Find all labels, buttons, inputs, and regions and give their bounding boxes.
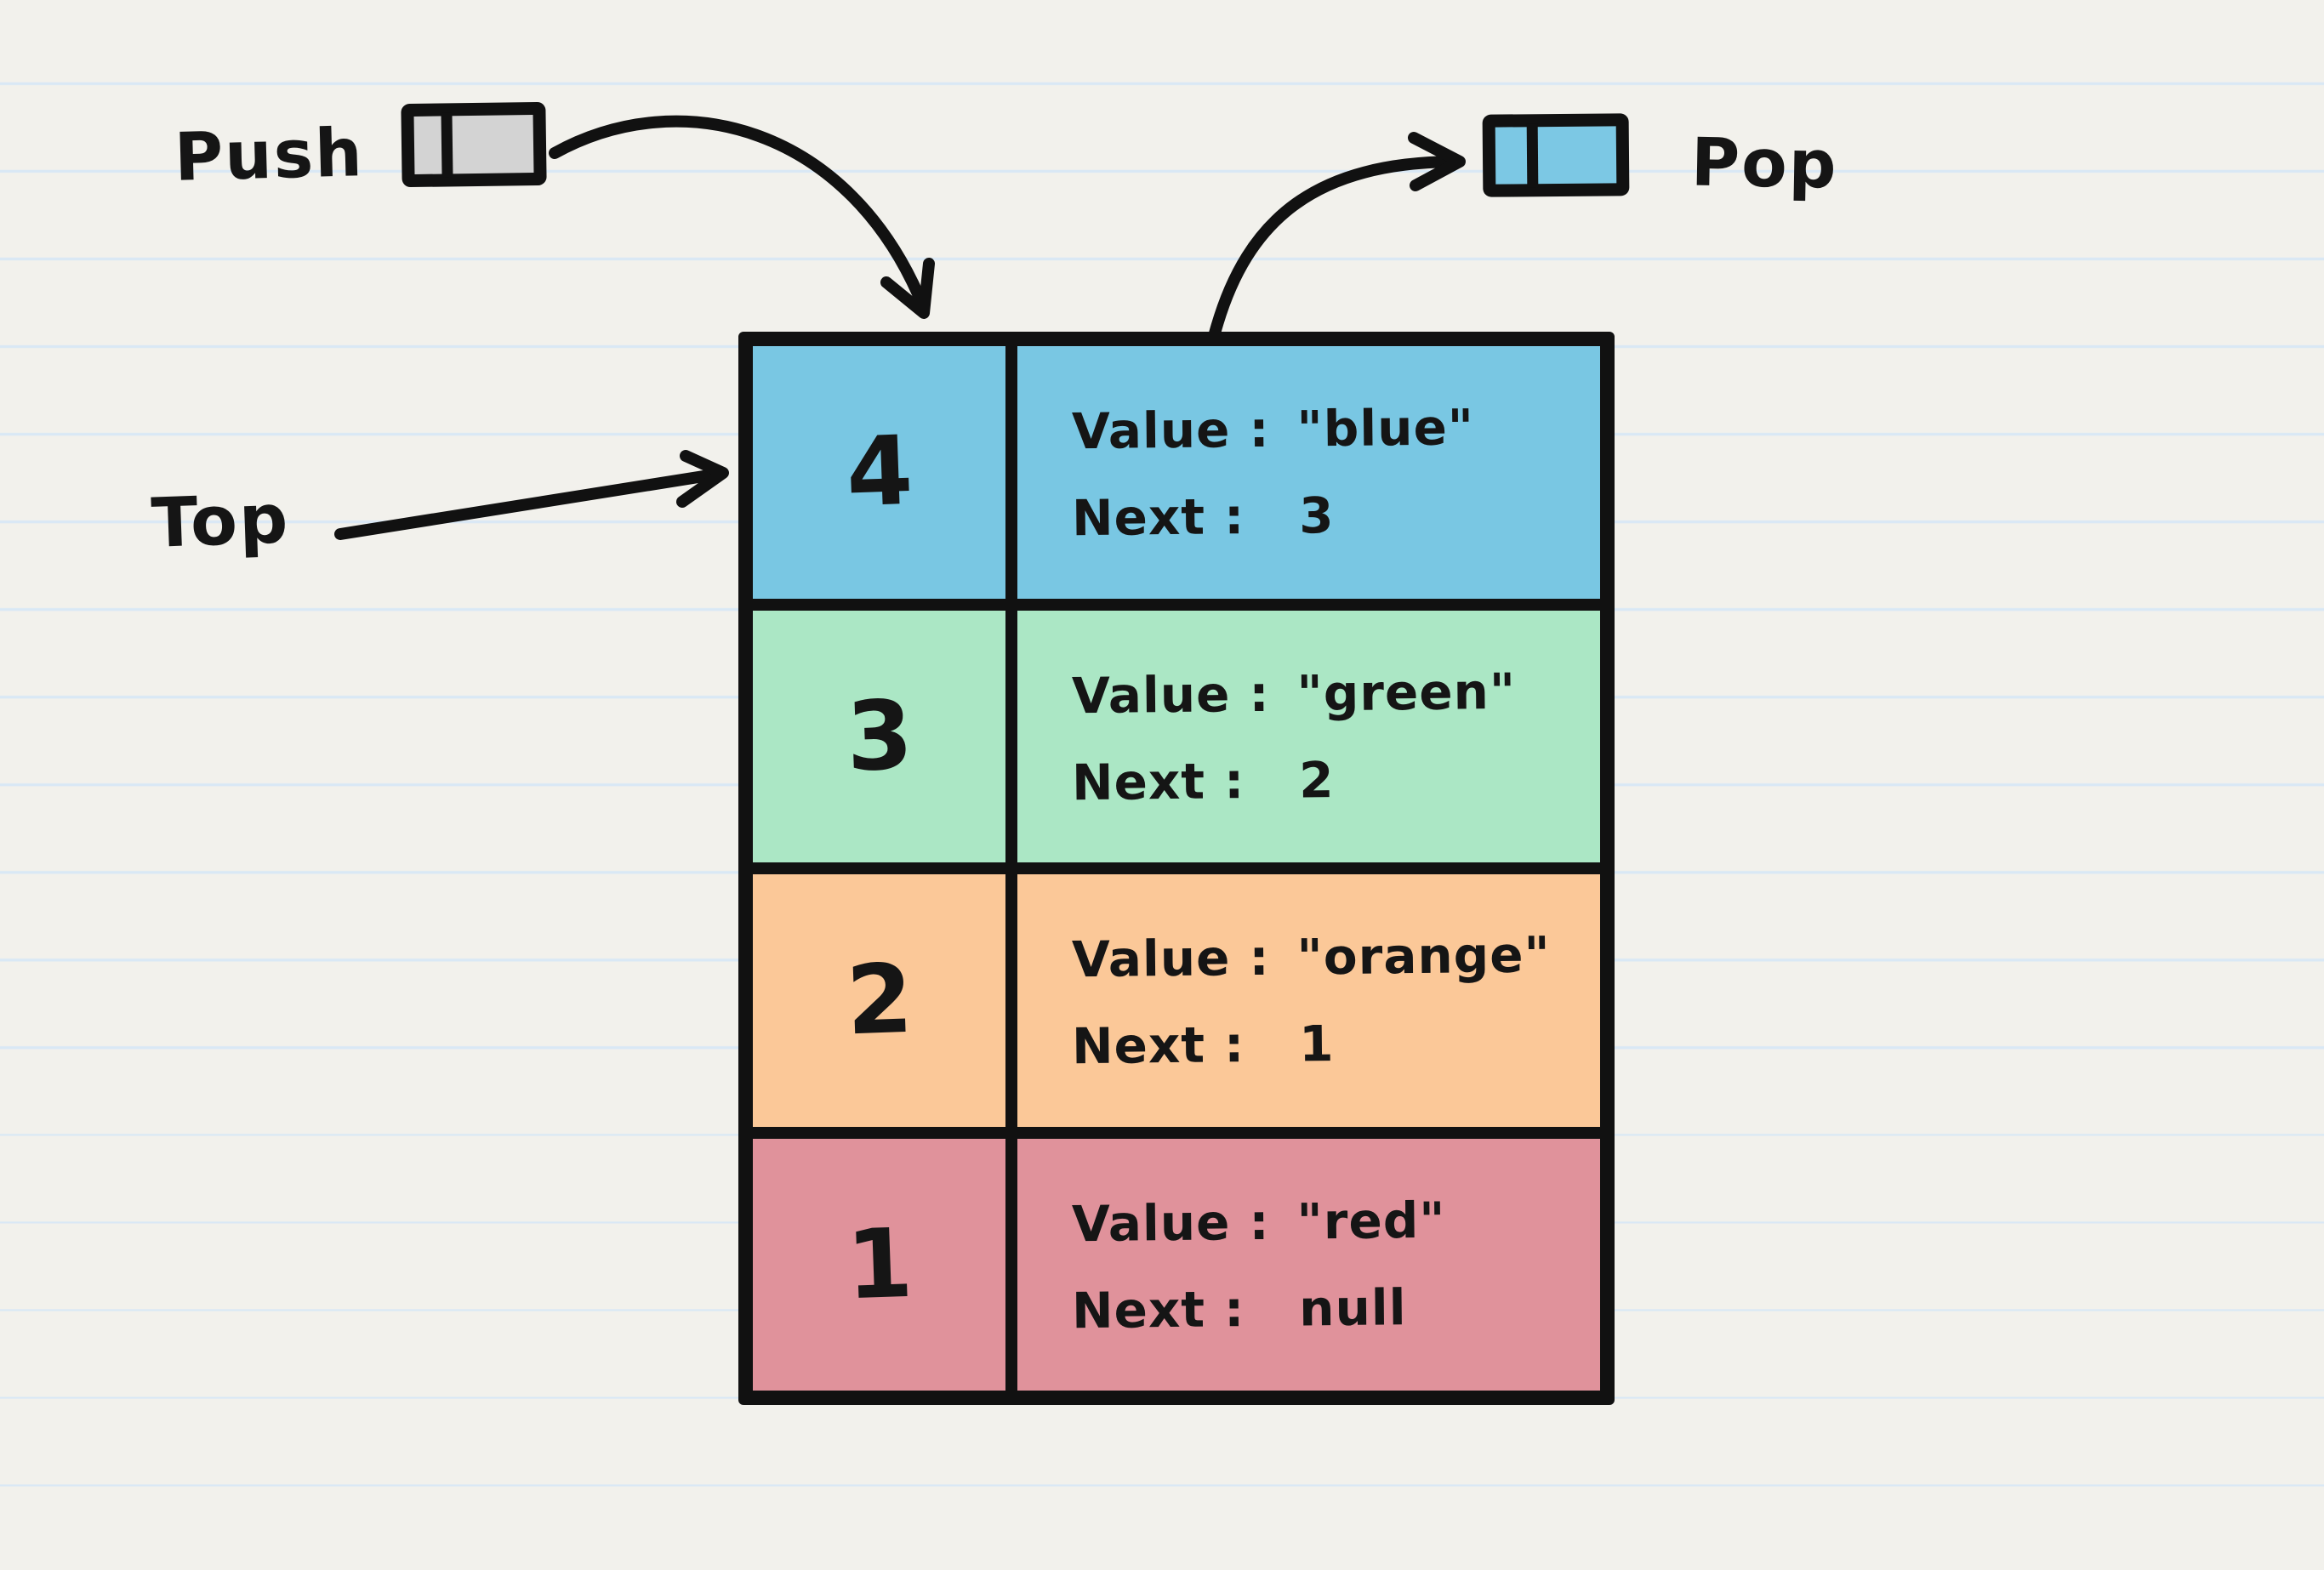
- value-label: Value: [1071, 1193, 1231, 1253]
- stack-row3-index: 3: [844, 680, 914, 794]
- next-label: Next: [1071, 487, 1206, 548]
- stack-row3-value-line: Value: "green": [1072, 662, 1601, 725]
- stack-row3-next: 2: [1298, 750, 1335, 810]
- stack-row2-next: 1: [1298, 1015, 1335, 1073]
- next-label: Next: [1071, 1015, 1206, 1076]
- stack-row2-index-cell: 2: [753, 874, 1005, 1127]
- colon: :: [1223, 1279, 1245, 1339]
- push-node-icon: [401, 101, 547, 188]
- stack-row1-value-cell: Value: "red" Next: null: [1017, 1138, 1601, 1391]
- stack-table: 4 Value:"blue" Next:3 3 Value:"green" Ne…: [738, 332, 1615, 1405]
- pop-label: Pop: [1690, 124, 1839, 204]
- stack-row1-value-line: Value: "red": [1072, 1190, 1601, 1253]
- stack-row1-value: "red": [1296, 1191, 1446, 1251]
- colon: :: [1249, 1192, 1270, 1251]
- stack-row4-index: 4: [844, 415, 914, 529]
- stack-row4-next-line: Next:3: [1072, 484, 1601, 547]
- push-arrow: [549, 115, 935, 319]
- top-label: Top: [150, 479, 291, 563]
- top-arrow: [334, 450, 729, 540]
- push-label: Push: [173, 115, 365, 196]
- stack-row4-value-line: Value: "blue": [1071, 397, 1601, 461]
- stack-row1-next: null: [1298, 1277, 1407, 1338]
- pop-node-divider: [1526, 123, 1539, 188]
- stack-row2-index: 2: [844, 943, 914, 1057]
- stack-row2-value: "orange": [1296, 925, 1552, 987]
- colon: :: [1223, 751, 1245, 811]
- next-label: Next: [1071, 752, 1206, 811]
- stack-row4-index-cell: 4: [753, 346, 1005, 599]
- pop-arrow: [1209, 132, 1466, 339]
- stack-row4-next: 3: [1298, 486, 1335, 545]
- colon: :: [1249, 401, 1270, 459]
- stack-row3-index-cell: 3: [753, 610, 1005, 862]
- colon: :: [1249, 664, 1270, 723]
- stack-row2-value-cell: Value: "orange" Next:1: [1017, 874, 1600, 1127]
- stack-row2-value-line: Value: "orange": [1071, 925, 1601, 989]
- value-label: Value: [1071, 665, 1231, 725]
- stack-row4-value-cell: Value: "blue" Next:3: [1017, 346, 1600, 599]
- stack-row3-value-cell: Value: "green" Next:2: [1017, 610, 1601, 862]
- value-label: Value: [1071, 401, 1231, 461]
- pop-node-icon: [1482, 113, 1630, 197]
- stack-row3-next-line: Next:2: [1072, 748, 1601, 811]
- colon: :: [1223, 1015, 1245, 1074]
- stack-row3-value: "green": [1296, 662, 1517, 723]
- stack-row4-value: "blue": [1296, 398, 1475, 458]
- stack-row1-index-cell: 1: [753, 1138, 1005, 1391]
- value-label: Value: [1071, 929, 1231, 989]
- next-label: Next: [1071, 1280, 1206, 1340]
- colon: :: [1249, 929, 1270, 987]
- stack-row2-next-line: Next:1: [1072, 1012, 1601, 1075]
- stack-row1-next-line: Next: null: [1072, 1277, 1601, 1340]
- stack-row1-index: 1: [844, 1208, 914, 1322]
- colon: :: [1223, 487, 1245, 546]
- push-node-divider: [441, 112, 453, 178]
